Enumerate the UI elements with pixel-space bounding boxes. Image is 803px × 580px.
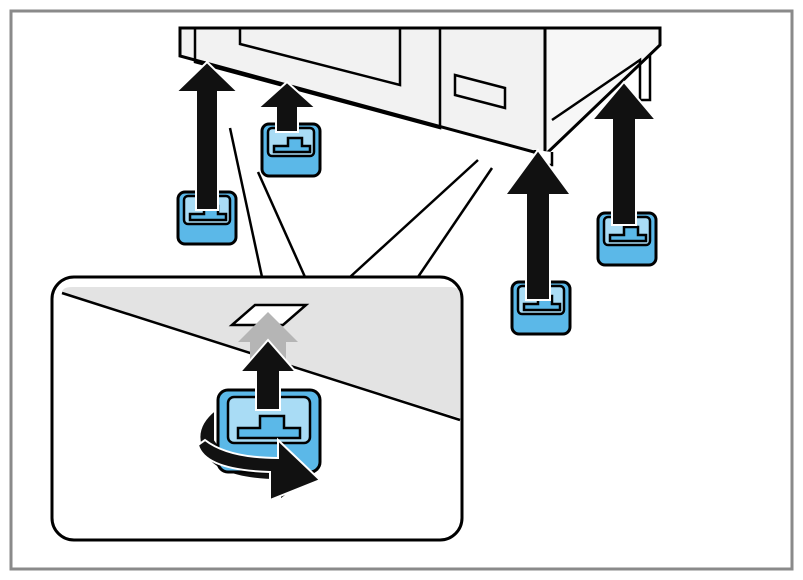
arrow-up-icon — [589, 80, 659, 226]
callout-pointer — [228, 127, 494, 278]
rotate-arrow-icon — [196, 437, 322, 502]
arrow-up-icon — [237, 338, 299, 411]
arrow-up-icon — [503, 148, 573, 301]
arrow-up-icon — [238, 312, 298, 360]
arrow-up-icon — [173, 60, 241, 211]
detail-callout — [50, 275, 464, 542]
arrow-up-icon — [255, 80, 319, 133]
